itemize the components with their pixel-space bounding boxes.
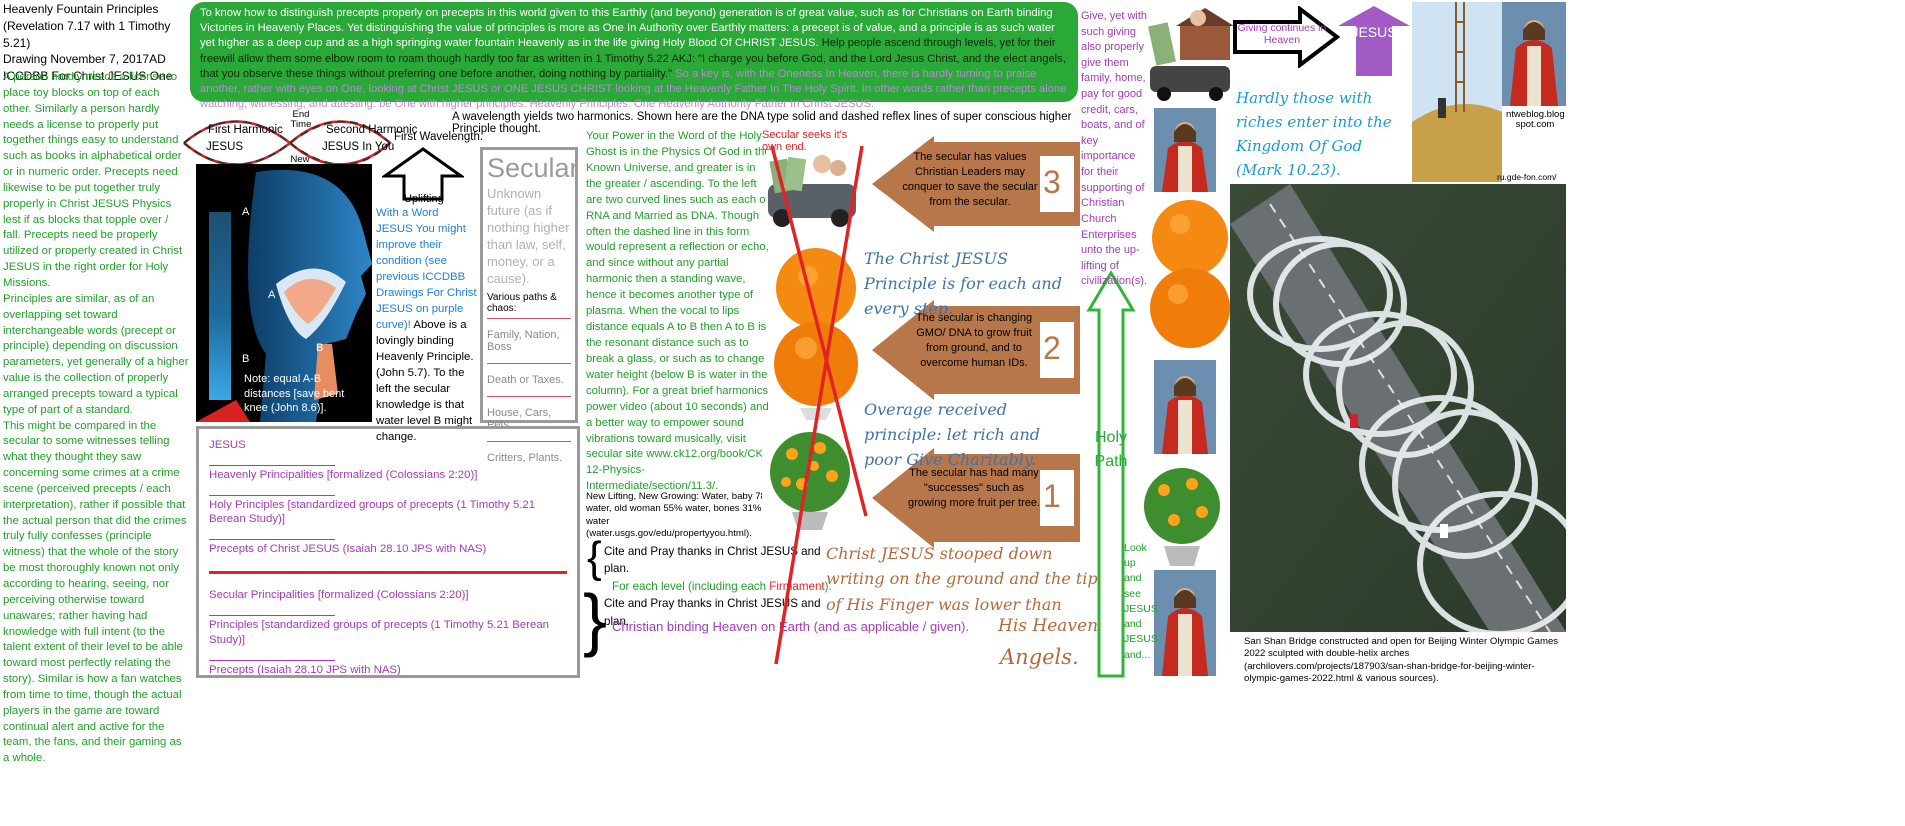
overage-text: Overage received principle: let rich and… [864,400,1040,469]
angels-line-2: Angels. [1000,645,1079,669]
hierarchy-holy-principles: Holy Principles [standardized groups of … [209,498,536,526]
orange-tree-photo-right [1136,462,1228,566]
harmonics-diagram [183,120,392,166]
end-time-label: End Time [290,109,312,130]
hierarchy-jesus: JESUS [209,439,246,451]
cite-brace-top: { [587,533,602,582]
wavelength-caption: A wavelength yields two harmonics. Shown… [452,111,1072,135]
jesus-label: JESUS [206,141,244,153]
paragraph-blocks: A person hardly needs a license to place… [3,71,183,289]
cite-brace-bottom: } [583,580,607,658]
jesus-photo-2 [1154,360,1216,454]
series-name: ICCDBB For Christ JESUS One [3,69,173,84]
cite-block: Cite and Pray thanks in Christ JESUS and… [604,543,844,630]
hierarchy-secular-principalities: Secular Principalities [formalized (Colo… [209,589,469,602]
jesus-up-arrow [1338,6,1410,76]
bridge-caption: San Shan Bridge constructed and open for… [1244,636,1559,684]
arrow-2 [872,300,1080,400]
left-column-text: A person hardly needs a license to place… [3,70,189,767]
arrow-1-text: The secular has had many "successes" suc… [907,467,1041,509]
secular-paths-label: Various paths & chaos: [487,291,557,314]
hierarchy-principles: Principles [standardized groups of prece… [209,618,550,646]
hierarchy-precepts-christ: Precepts of Christ JESUS (Isaiah 28.10 J… [209,543,487,556]
jesus-photo-3 [1154,570,1216,676]
holy-path-label: Holy Path [1094,429,1128,470]
header-block: Heavenly Fountain Principles (Revelation… [3,1,183,85]
paragraph-principles: Principles are similar, as of an overlap… [3,292,189,416]
money-family-photo [766,150,858,232]
arrow-3-text: The secular has values Christian Leaders… [902,151,1038,208]
binding-text: Christian binding Heaven on Earth (and a… [612,619,969,634]
hillside-ladder-photo [1412,2,1502,182]
arrow-2-number: 2 [1043,330,1061,366]
jesus-top-photo [1502,2,1566,106]
stooped-text: Christ JESUS stooped down writing on the… [826,544,1098,614]
list-item: Family, Nation, Boss [487,328,560,353]
paragraph-witness: This might be compared in the secular to… [3,419,187,765]
scripture-ref: (Revelation 7.17 with 1 Timothy 5.21) [3,18,171,50]
banner-text-dark: Help people ascend through levels, yet f… [200,37,1066,80]
top-banner: To know how to distinguish precepts prop… [190,2,1078,110]
arrow-1 [872,448,1080,548]
giving-continues-label: Giving continues in Heaven [1237,22,1327,46]
list-item: Critters, Plants. [487,451,563,464]
jesus-photo-1 [1154,108,1216,192]
page-title: Heavenly Fountain Principles [3,2,159,16]
word-jesus-text: With a Word JESUS You might improve thei… [376,206,478,446]
vocal-note: Note: equal A-B distances [save bent kne… [244,373,345,415]
list-item: Death or Taxes. [487,373,564,386]
jesus-arrow-label: JESUS [1351,24,1397,40]
red-x-mark [770,145,868,665]
secular-heading: Secular [487,153,579,183]
hierarchy-divider [209,571,567,575]
secular-list: Family, Nation, Boss Death or Taxes. Hou… [487,317,571,464]
oranges-photo-right [1148,194,1230,354]
banner-text-white: To know how to distinguish precepts prop… [200,7,1055,50]
banner-text-purple: So a key is, with the Oneness In Heaven,… [200,67,1067,111]
jesus-in-you-label: JESUS In You [322,141,395,153]
cite-line-1: Cite and Pray thanks in Christ JESUS and… [604,545,821,576]
cite-line-3: Cite and Pray thanks in Christ JESUS and… [604,597,821,628]
secular-sub: Unknown future (as if nothing higher tha… [487,186,570,286]
giving-continues-arrow [1233,6,1340,68]
hierarchy-box: JESUS Heavenly Principalities [formalize… [196,426,580,678]
label-b-right: B [316,342,324,354]
uplifting-label: Uplifting [404,193,444,205]
give-text: Give, yet with such giving also properly… [1081,10,1148,288]
arrow-3-number: 3 [1043,164,1061,200]
drawing-date: Drawing November 7, 2017AD [3,52,166,67]
label-a-top: A [242,206,250,218]
ntweblog-credit: ntweblog.blog spot.com [1506,109,1565,131]
wealth-photo [1148,4,1234,102]
cite-line-2: For each level (including each Firmament… [612,579,832,593]
holy-path-arrow [1086,270,1136,678]
second-harmonic-label: Second Harmonic [326,124,418,136]
riches-text: Hardly those with riches enter into the … [1236,89,1392,179]
word-jesus-blue: With a Word JESUS You might improve thei… [376,207,477,331]
hierarchy-heavenly-principalities: Heavenly Principalities [formalized (Col… [209,468,478,481]
uplifting-arrow [382,147,464,201]
first-harmonic-label: First Harmonic [208,124,283,136]
physics-text: Your Power in the Word of the Holy Ghost… [586,130,771,493]
first-wavelength-label: First Wavelength. [394,131,484,143]
label-a-mid: A [268,289,276,301]
angels-line-1: His Heavenly [998,616,1114,636]
vocal-tract-figure [196,164,372,422]
arrow-3 [872,136,1080,232]
word-jesus-black: Above is a lovingly binding Heavenly Pri… [376,318,474,443]
arrow-1-number: 1 [1043,478,1061,514]
arrow-2-text: The secular is changing GMO/ DNA to grow… [915,312,1033,369]
secular-box: Secular Unknown future (as if nothing hi… [480,147,579,464]
water-text: New Lifting, New Growing: Water, baby 78… [586,491,775,540]
san-shan-bridge-photo [1230,184,1566,632]
christ-principle-text: The Christ JESUS Principle is for each a… [864,249,1062,318]
orange-tree-photo [762,424,858,532]
look-up-text: Look up and see JESUS and JESUS and... [1124,542,1158,661]
hierarchy-precepts: Precepts (Isaiah 28.10 JPS with NAS) [209,663,401,676]
label-b-left: B [242,353,250,365]
rugde-credit: ru.gde-fon.com/ [1497,172,1557,182]
